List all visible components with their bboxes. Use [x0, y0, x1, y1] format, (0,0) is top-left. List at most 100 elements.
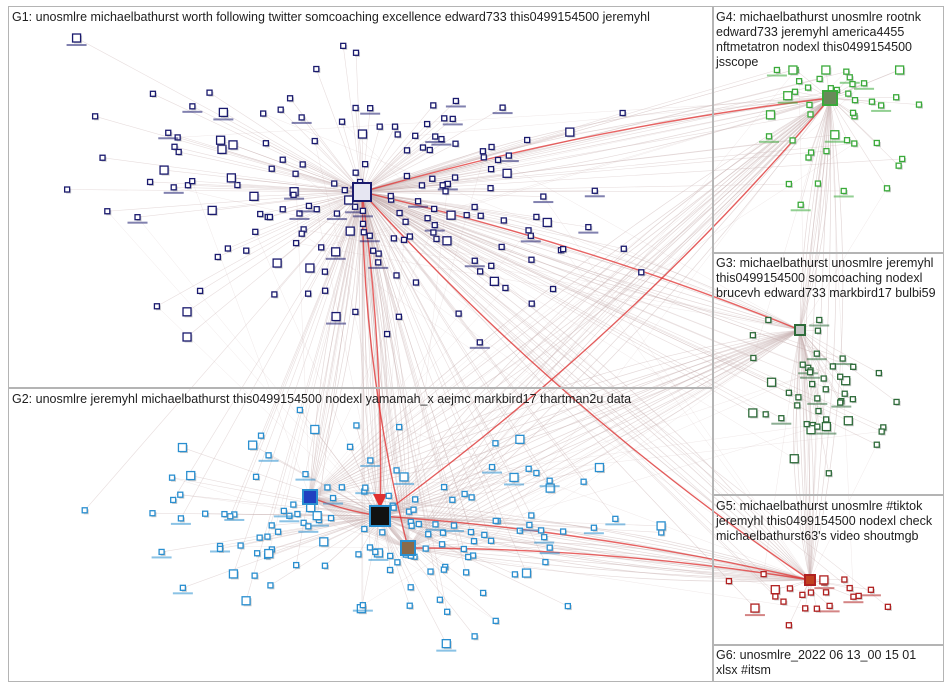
network-node [436, 596, 444, 603]
network-node [795, 394, 802, 401]
network-node [813, 350, 820, 357]
network-node [565, 127, 575, 137]
network-edge [799, 329, 841, 403]
network-node [476, 268, 484, 275]
hub-edge [799, 329, 811, 581]
network-node [372, 548, 379, 556]
network-node [850, 363, 857, 370]
network-node [352, 104, 359, 112]
network-edge [361, 191, 412, 522]
network-node [361, 160, 369, 168]
node-label-mark [66, 44, 87, 47]
hub-edge [799, 97, 832, 331]
network-edge [388, 97, 831, 497]
network-node [502, 168, 512, 178]
network-node [479, 589, 487, 597]
network-edge [303, 229, 801, 331]
network-node [268, 165, 275, 172]
network-edge [361, 69, 794, 193]
network-node [228, 140, 238, 150]
hub-edge [407, 547, 811, 582]
network-edge [361, 191, 363, 609]
network-node [168, 474, 176, 481]
node-label-mark [806, 358, 827, 361]
node-label-mark [469, 346, 490, 349]
network-edge [262, 113, 363, 193]
network-node [340, 42, 347, 50]
network-node [860, 80, 868, 87]
network-node [407, 584, 414, 591]
arrow-head-icon [373, 494, 387, 508]
hub-edge [309, 97, 831, 498]
network-edge [187, 184, 363, 193]
hub-edge [407, 547, 811, 581]
network-edge [361, 191, 859, 597]
network-node [341, 186, 348, 194]
network-edge [220, 139, 363, 193]
network-edge [361, 191, 616, 520]
network-edge [361, 187, 491, 193]
network-edge [192, 106, 363, 193]
group-label-g3: G3: michaelbathurst unosmlre jeremyhl th… [716, 256, 937, 300]
network-node [294, 510, 301, 518]
network-node [546, 544, 553, 551]
network-edge [407, 426, 818, 549]
network-edge [788, 329, 801, 393]
network-edge [316, 191, 363, 516]
network-edge [232, 144, 363, 193]
node-label-mark [771, 422, 792, 425]
node-label-mark [360, 464, 381, 467]
hub-edge [809, 97, 837, 581]
network-edge [309, 287, 506, 498]
network-node [841, 390, 848, 397]
hub-edge [361, 191, 801, 331]
node-label-mark [182, 110, 203, 113]
network-edge [107, 191, 363, 212]
network-node [274, 528, 282, 535]
network-node [241, 596, 251, 606]
network-node [383, 330, 391, 338]
hub-edge [358, 191, 381, 517]
network-node [149, 90, 157, 97]
hub-edge [361, 191, 801, 331]
node-label-mark [431, 143, 452, 146]
hub-edge [309, 496, 409, 549]
network-node [402, 218, 409, 225]
network-node [305, 202, 313, 210]
network-node [414, 198, 422, 205]
network-edge [301, 233, 811, 581]
network-edge [67, 189, 363, 193]
network-edge [271, 515, 381, 550]
network-node [393, 272, 400, 279]
network-node [260, 110, 267, 117]
network-node [822, 589, 830, 596]
network-node [816, 316, 823, 324]
group-panel-g2 [8, 388, 714, 682]
network-edge [301, 117, 363, 193]
network-node [849, 109, 857, 116]
network-node [438, 541, 446, 548]
network-edge [808, 97, 831, 158]
node-label-mark [464, 265, 485, 268]
network-node [481, 531, 488, 539]
network-edge [231, 177, 363, 193]
hub-edge [379, 329, 801, 517]
network-node [403, 147, 411, 154]
network-node [884, 603, 892, 610]
network-edge [361, 150, 827, 193]
network-node [505, 152, 512, 159]
network-node [899, 155, 906, 163]
network-node [442, 236, 452, 246]
network-node [251, 572, 258, 579]
network-node [528, 256, 535, 263]
network-edge [407, 69, 796, 549]
network-node [408, 522, 415, 529]
network-node [542, 558, 549, 566]
node-label-mark [273, 515, 294, 518]
network-edge [809, 444, 878, 581]
network-node [387, 192, 394, 200]
node-label-mark [519, 529, 540, 532]
network-edge [174, 146, 363, 193]
node-label-mark [539, 552, 560, 555]
